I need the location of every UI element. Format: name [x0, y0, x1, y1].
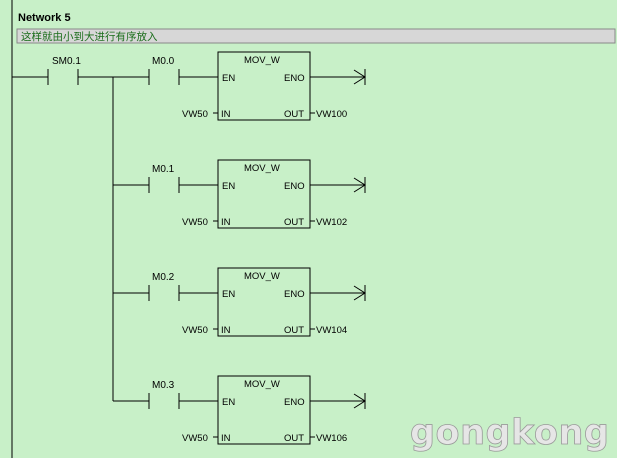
mov-w-block[interactable]: MOV_W EN ENO IN OUT	[217, 267, 311, 337]
mov-w-block[interactable]: MOV_W EN ENO IN OUT	[217, 51, 311, 121]
branch-2: M0.2 MOV_W EN ENO IN OUT VW50 VW104	[113, 267, 366, 337]
eno-pin: ENO	[284, 289, 305, 300]
branch-0: M0.0 MOV_W EN ENO IN OUT VW50 VW100	[113, 51, 366, 121]
in-pin: IN	[221, 109, 231, 120]
block-name: MOV_W	[244, 163, 280, 174]
en-pin: EN	[222, 397, 235, 408]
contact-address: SM0.1	[52, 56, 81, 67]
out-pin: OUT	[284, 325, 304, 336]
network-comment[interactable]: 这样就由小到大进行有序放入	[16, 28, 616, 44]
mov-w-block[interactable]: MOV_W EN ENO IN OUT	[217, 375, 311, 445]
in-operand[interactable]: VW50	[182, 217, 208, 228]
branch-1: M0.1 MOV_W EN ENO IN OUT VW50 VW102	[113, 159, 366, 229]
block-name: MOV_W	[244, 379, 280, 390]
in-operand[interactable]: VW50	[182, 109, 208, 120]
out-operand[interactable]: VW100	[316, 109, 347, 120]
contact-m0-2[interactable]: M0.2	[148, 272, 218, 301]
block-name: MOV_W	[244, 55, 280, 66]
contact-address: M0.2	[152, 272, 175, 283]
out-pin: OUT	[284, 217, 304, 228]
in-operand[interactable]: VW50	[182, 325, 208, 336]
contact-address: M0.3	[152, 380, 175, 391]
eno-pin: ENO	[284, 181, 305, 192]
in-pin: IN	[221, 217, 231, 228]
en-pin: EN	[222, 181, 235, 192]
out-operand[interactable]: VW104	[316, 325, 347, 336]
eno-pin: ENO	[284, 73, 305, 84]
network-title[interactable]: Network 5	[18, 12, 71, 24]
out-pin: OUT	[284, 433, 304, 444]
mov-w-block[interactable]: MOV_W EN ENO IN OUT	[217, 159, 311, 229]
in-pin: IN	[221, 433, 231, 444]
contact-address: M0.1	[152, 164, 175, 175]
in-operand[interactable]: VW50	[182, 433, 208, 444]
out-pin: OUT	[284, 109, 304, 120]
en-pin: EN	[222, 73, 235, 84]
contact-sm0-1[interactable]: SM0.1	[12, 56, 113, 85]
en-pin: EN	[222, 289, 235, 300]
out-operand[interactable]: VW106	[316, 433, 347, 444]
contact-m0-0[interactable]: M0.0	[113, 56, 218, 85]
out-operand[interactable]: VW102	[316, 217, 347, 228]
in-pin: IN	[221, 325, 231, 336]
watermark: gongkong	[410, 413, 609, 453]
network-comment-text: 这样就由小到大进行有序放入	[21, 30, 158, 43]
branch-3: M0.3 MOV_W EN ENO IN OUT VW50 VW106	[113, 375, 366, 445]
contact-m0-1[interactable]: M0.1	[148, 164, 218, 193]
block-name: MOV_W	[244, 271, 280, 282]
contact-address: M0.0	[152, 56, 175, 67]
contact-m0-3[interactable]: M0.3	[148, 380, 218, 409]
eno-pin: ENO	[284, 397, 305, 408]
